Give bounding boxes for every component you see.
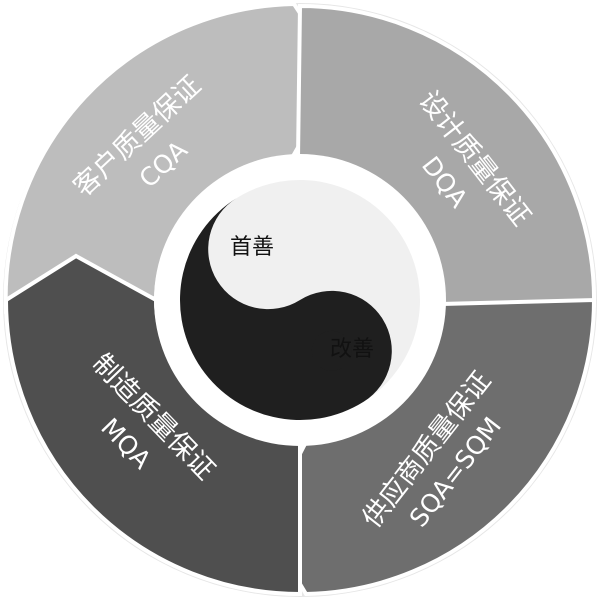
yin-yang-symbol — [180, 180, 420, 420]
watermark: 知乎 @践姐夫 — [503, 570, 586, 585]
yin-yang-top-label: 首善 — [230, 235, 274, 260]
yin-yang-light-dot — [248, 229, 289, 270]
yin-yang-bottom-label: 改善 — [330, 337, 374, 362]
yin-yang-dark-dot — [311, 330, 352, 371]
